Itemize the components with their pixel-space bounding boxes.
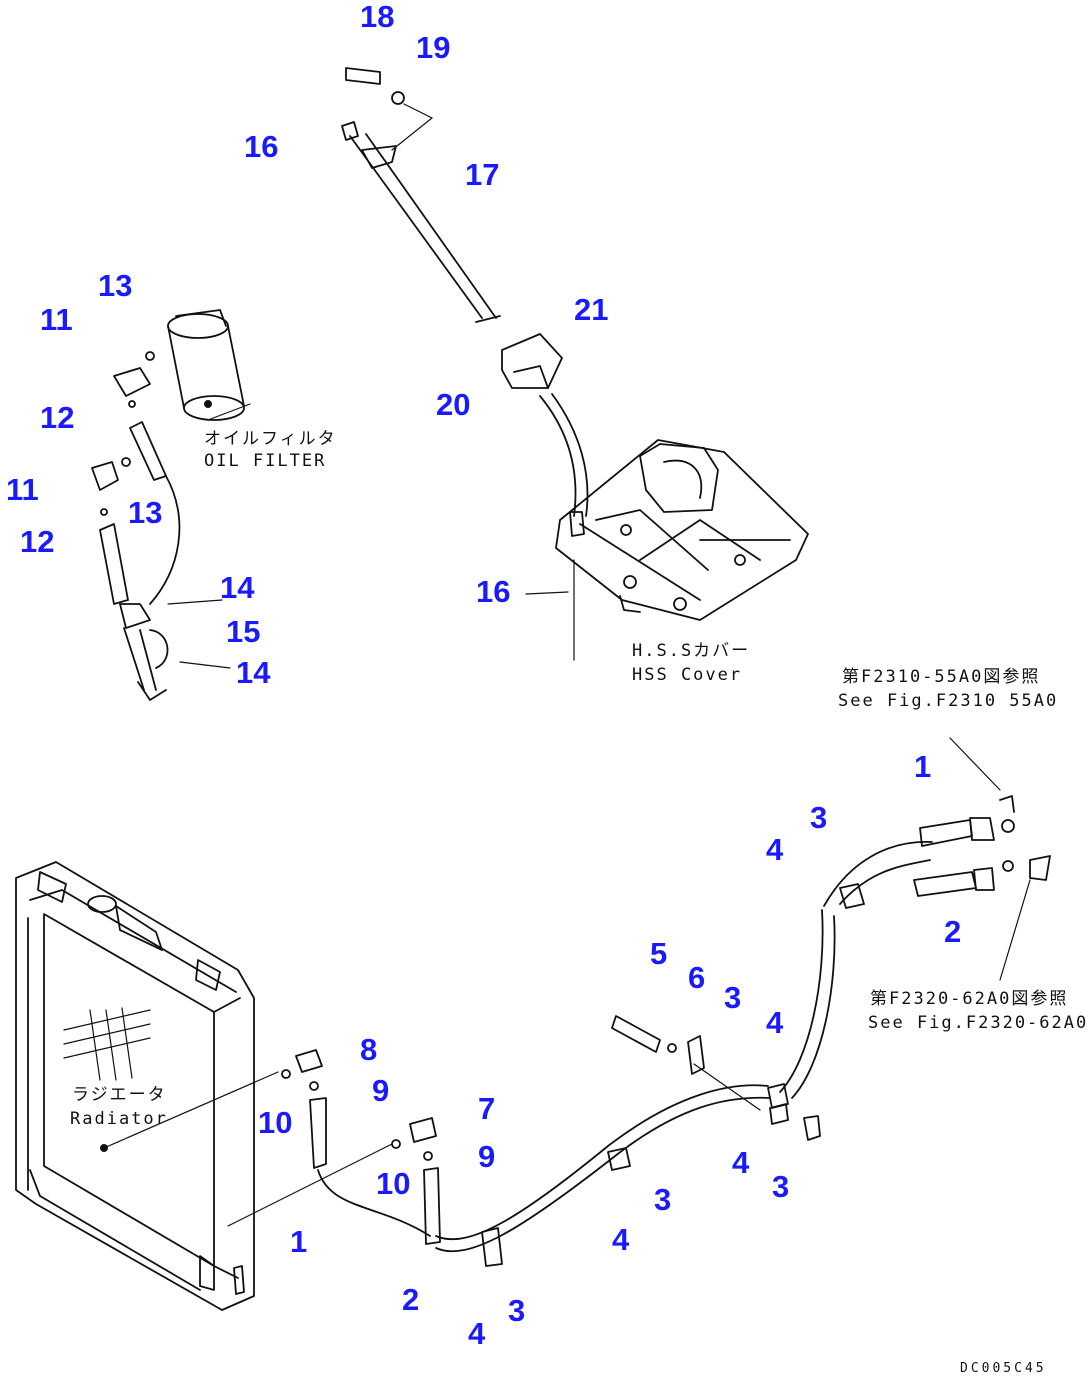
callout-1: 1	[290, 1224, 307, 1259]
callout-3: 3	[654, 1182, 671, 1217]
callout-4: 4	[612, 1222, 630, 1257]
callout-12: 12	[40, 400, 74, 435]
radiator-label-en: Radiator	[70, 1109, 168, 1129]
hss-cover-label-en: HSS Cover	[632, 665, 742, 685]
callout-9: 9	[372, 1073, 389, 1108]
reference-label-top-jp: 第F2310-55A0図参照	[842, 667, 1040, 687]
callout-4: 4	[732, 1145, 750, 1180]
annotation-labels: オイルフィルタ OIL FILTER H.S.Sカバー HSS Cover 第F…	[70, 429, 1088, 1376]
callout-6: 6	[688, 960, 705, 995]
upper-tube-assembly	[341, 67, 809, 661]
callout-11: 11	[40, 302, 73, 337]
callout-12: 12	[20, 524, 54, 559]
callout-labels: 18 19 16 17 13 11 12 11 13 12 14 15 14 2…	[6, 0, 961, 1351]
radiator-label-jp: ラジエータ	[72, 1085, 167, 1105]
callout-13: 13	[98, 268, 132, 303]
callout-21: 21	[574, 292, 608, 327]
oil-filter-label-en: OIL FILTER	[204, 451, 326, 471]
callout-10: 10	[376, 1166, 410, 1201]
callout-8: 8	[360, 1032, 377, 1067]
callout-7: 7	[478, 1091, 495, 1126]
callout-3: 3	[810, 800, 827, 835]
callout-9: 9	[478, 1139, 495, 1174]
callout-16: 16	[244, 129, 278, 164]
oil-filter-assembly	[91, 309, 251, 701]
callout-1: 1	[914, 749, 931, 784]
callout-2: 2	[944, 914, 961, 949]
callout-4: 4	[766, 832, 784, 867]
drawing-code: DC005C45	[960, 1361, 1047, 1376]
callout-20: 20	[436, 387, 470, 422]
callout-3: 3	[724, 980, 741, 1015]
reference-label-bottom-jp: 第F2320-62A0図参照	[870, 989, 1068, 1009]
reference-label-bottom-en: See Fig.F2320-62A0	[868, 1013, 1088, 1033]
callout-19: 19	[416, 30, 450, 65]
callout-14: 14	[236, 655, 271, 690]
callout-18: 18	[360, 0, 394, 34]
callout-3: 3	[508, 1293, 525, 1328]
callout-5: 5	[650, 936, 667, 971]
callout-14: 14	[220, 570, 255, 605]
callout-17: 17	[465, 157, 499, 192]
callout-13: 13	[128, 495, 162, 530]
callout-4: 4	[468, 1316, 486, 1351]
hss-cover-label-jp: H.S.Sカバー	[632, 641, 750, 661]
callout-15: 15	[226, 614, 260, 649]
hose-routing	[103, 737, 1051, 1267]
radiator	[15, 861, 255, 1311]
callout-16: 16	[476, 574, 510, 609]
callout-3: 3	[772, 1169, 789, 1204]
oil-filter-label-jp: オイルフィルタ	[204, 429, 337, 449]
callout-11: 11	[6, 472, 39, 507]
callout-2: 2	[402, 1282, 419, 1317]
callout-10: 10	[258, 1105, 292, 1140]
reference-label-top-en: See Fig.F2310 55A0	[838, 691, 1058, 711]
callout-4: 4	[766, 1005, 784, 1040]
